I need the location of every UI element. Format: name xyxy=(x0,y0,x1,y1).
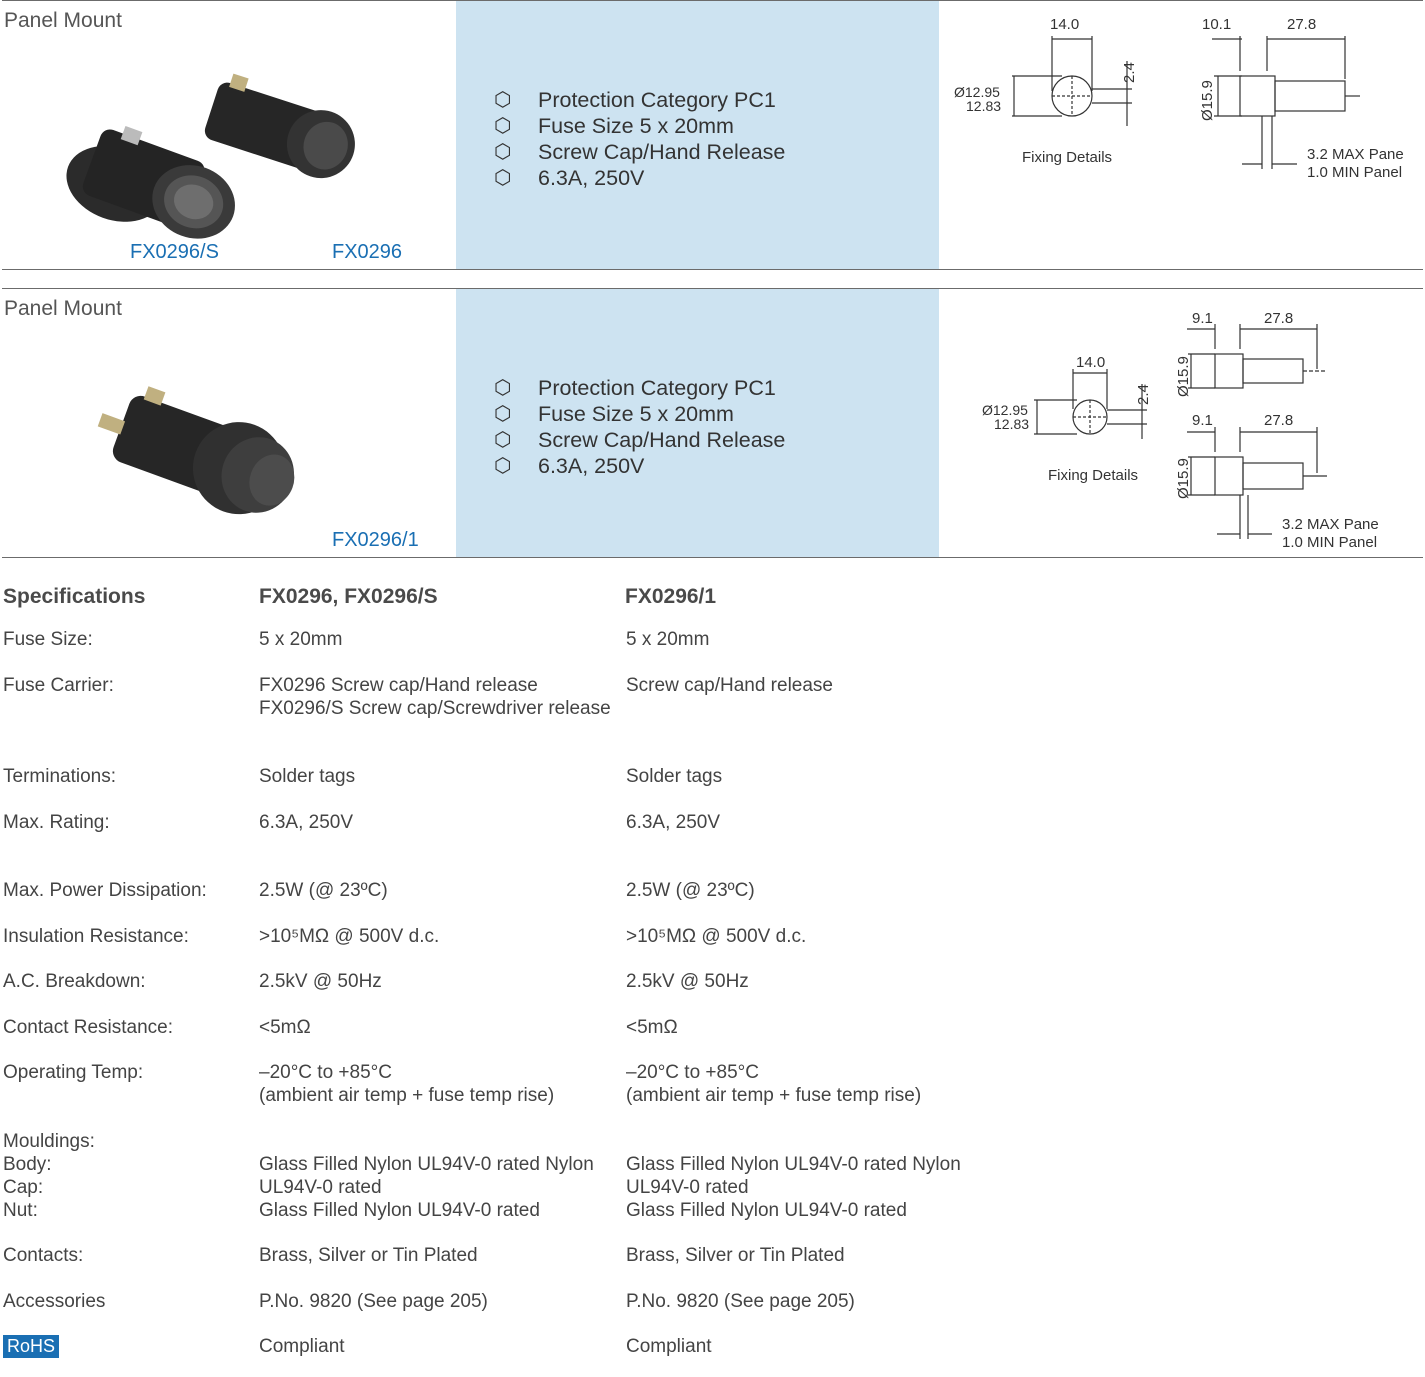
spec-value-fx0296-1: Brass, Silver or Tin Plated xyxy=(626,1245,845,1266)
spec-label: Fuse Size: xyxy=(3,629,93,650)
dim-panel-max: 3.2 MAX Pane xyxy=(1307,146,1404,163)
dim-length-a-2: 9.1 xyxy=(1192,412,1213,429)
dim-offset: 2.4 xyxy=(1135,384,1152,405)
spec-label: Mouldings:Body:Cap:Nut: xyxy=(3,1131,95,1221)
dim-length-a: 10.1 xyxy=(1202,16,1231,33)
dim-panel-min: 1.0 MIN Panel xyxy=(1307,164,1402,181)
dim-width: 14.0 xyxy=(1050,16,1079,33)
spec-value-fx0296-1: 6.3A, 250V xyxy=(626,812,721,833)
spec-value-fx0296: Brass, Silver or Tin Plated xyxy=(259,1245,478,1266)
dim-panel-min: 1.0 MIN Panel xyxy=(1282,534,1377,551)
fixing-details-label: Fixing Details xyxy=(1048,467,1138,484)
fuse-holder-photo xyxy=(66,73,355,239)
feature-item: ⬡Fuse Size 5 x 20mm xyxy=(494,114,734,138)
spec-value-fx0296: >10⁵MΩ @ 500V d.c. xyxy=(259,926,440,947)
part-label-fx0296-s: FX0296/S xyxy=(130,241,219,263)
panel-title: Panel Mount xyxy=(4,297,122,320)
spec-value-fx0296: <5mΩ xyxy=(259,1017,311,1038)
feature-item: ⬡Protection Category PC1 xyxy=(494,88,776,112)
dimension-drawing: 14.0 2.4 Ø12.95 12.83 Fixing Details 9.1… xyxy=(942,289,1422,557)
panel-title: Panel Mount xyxy=(4,9,122,32)
dim-body-diameter: Ø15.9 xyxy=(1175,356,1192,397)
spec-value-fx0296-1: Screw cap/Hand release xyxy=(626,675,833,696)
spec-value-fx0296-1: Solder tags xyxy=(626,766,723,787)
dimension-drawing: 14.0 2.4 Ø12.95 12.83 Fixing Details 10.… xyxy=(942,1,1422,269)
fixing-details-label: Fixing Details xyxy=(1022,149,1112,166)
dim-diameter-min: 12.83 xyxy=(966,98,1001,114)
spec-label: RoHS xyxy=(3,1335,60,1358)
spec-value-fx0296-1: >10⁵MΩ @ 500V d.c. xyxy=(626,926,807,947)
spec-label: Accessories xyxy=(3,1291,106,1312)
feature-item: ⬡Screw Cap/Hand Release xyxy=(494,428,786,452)
dim-length-b-2: 27.8 xyxy=(1264,412,1293,429)
feature-item: ⬡Screw Cap/Hand Release xyxy=(494,140,786,164)
dim-length-a: 9.1 xyxy=(1192,310,1213,327)
dim-offset: 2.4 xyxy=(1121,62,1138,83)
spec-label: Insulation Resistance: xyxy=(3,926,189,947)
hexagon-bullet-icon: ⬡ xyxy=(494,455,512,477)
spec-value-fx0296: Solder tags xyxy=(259,766,356,787)
feature-item: ⬡Protection Category PC1 xyxy=(494,376,776,400)
spec-value-fx0296-1: –20°C to +85°C(ambient air temp + fuse t… xyxy=(626,1062,922,1106)
spec-value-fx0296-1: 2.5W (@ 23ºC) xyxy=(626,880,755,901)
hexagon-bullet-icon: ⬡ xyxy=(494,403,512,425)
spec-value-fx0296: 2.5W (@ 23ºC) xyxy=(259,880,388,901)
hexagon-bullet-icon: ⬡ xyxy=(494,377,512,399)
spec-value-fx0296: 2.5kV @ 50Hz xyxy=(259,971,382,992)
rohs-badge: RoHS xyxy=(3,1335,60,1358)
feature-item: ⬡6.3A, 250V xyxy=(494,166,645,190)
hexagon-bullet-icon: ⬡ xyxy=(494,89,512,111)
spec-label: Contacts: xyxy=(3,1245,84,1266)
dim-diameter-min: 12.83 xyxy=(994,416,1029,432)
spec-column-header: FX0296, FX0296/S xyxy=(259,585,438,608)
spec-label: Max. Power Dissipation: xyxy=(3,880,207,901)
spec-value-fx0296: –20°C to +85°C(ambient air temp + fuse t… xyxy=(259,1062,555,1106)
dim-body-diameter-2: Ø15.9 xyxy=(1175,458,1192,499)
spec-value-fx0296-1: 2.5kV @ 50Hz xyxy=(626,971,749,992)
hexagon-bullet-icon: ⬡ xyxy=(494,141,512,163)
feature-box: ⬡Protection Category PC1 ⬡Fuse Size 5 x … xyxy=(456,1,939,269)
spec-label: Max. Rating: xyxy=(3,812,110,833)
spec-value-fx0296: Compliant xyxy=(259,1336,345,1357)
product-panel-1: Panel Mount FX0296/S FX0296 ⬡Protection … xyxy=(2,0,1423,270)
spec-value-fx0296: 6.3A, 250V xyxy=(259,812,354,833)
dim-diameter: Ø12.95 xyxy=(982,402,1028,418)
dim-body-diameter: Ø15.9 xyxy=(1199,80,1216,121)
feature-list: ⬡Protection Category PC1 ⬡Fuse Size 5 x … xyxy=(494,87,785,191)
dim-length-b: 27.8 xyxy=(1264,310,1293,327)
part-label-fx0296-1: FX0296/1 xyxy=(332,529,419,551)
spec-label: Fuse Carrier: xyxy=(3,675,114,696)
part-label-fx0296: FX0296 xyxy=(332,241,403,263)
dim-panel-max: 3.2 MAX Pane xyxy=(1282,516,1379,533)
product-panel-2: Panel Mount FX0296/1 ⬡Protection Categor… xyxy=(2,288,1423,558)
spec-value-fx0296: 5 x 20mm xyxy=(259,629,343,650)
spec-value-fx0296-1: <5mΩ xyxy=(626,1017,678,1038)
dim-width: 14.0 xyxy=(1076,354,1105,371)
spec-value-fx0296-1: Compliant xyxy=(626,1336,712,1357)
fuse-holder-photo xyxy=(97,386,295,515)
feature-item: ⬡Fuse Size 5 x 20mm xyxy=(494,402,734,426)
spec-value-fx0296: P.No. 9820 (See page 205) xyxy=(259,1291,488,1312)
feature-item: ⬡6.3A, 250V xyxy=(494,454,645,478)
spec-header: Specifications xyxy=(3,585,146,608)
spec-label: A.C. Breakdown: xyxy=(3,971,146,992)
hexagon-bullet-icon: ⬡ xyxy=(494,115,512,137)
spec-column-header: FX0296/1 xyxy=(625,585,717,608)
spec-label: Operating Temp: xyxy=(3,1062,144,1083)
spec-label: Contact Resistance: xyxy=(3,1017,174,1038)
feature-box: ⬡Protection Category PC1 ⬡Fuse Size 5 x … xyxy=(456,289,939,557)
hexagon-bullet-icon: ⬡ xyxy=(494,167,512,189)
hexagon-bullet-icon: ⬡ xyxy=(494,429,512,451)
spec-value-fx0296-1: 5 x 20mm xyxy=(626,629,710,650)
feature-list: ⬡Protection Category PC1 ⬡Fuse Size 5 x … xyxy=(494,375,785,479)
dim-diameter: Ø12.95 xyxy=(954,84,1000,100)
dim-length-b: 27.8 xyxy=(1287,16,1316,33)
spec-value-fx0296-1: P.No. 9820 (See page 205) xyxy=(626,1291,855,1312)
spec-label: Terminations: xyxy=(3,766,116,787)
